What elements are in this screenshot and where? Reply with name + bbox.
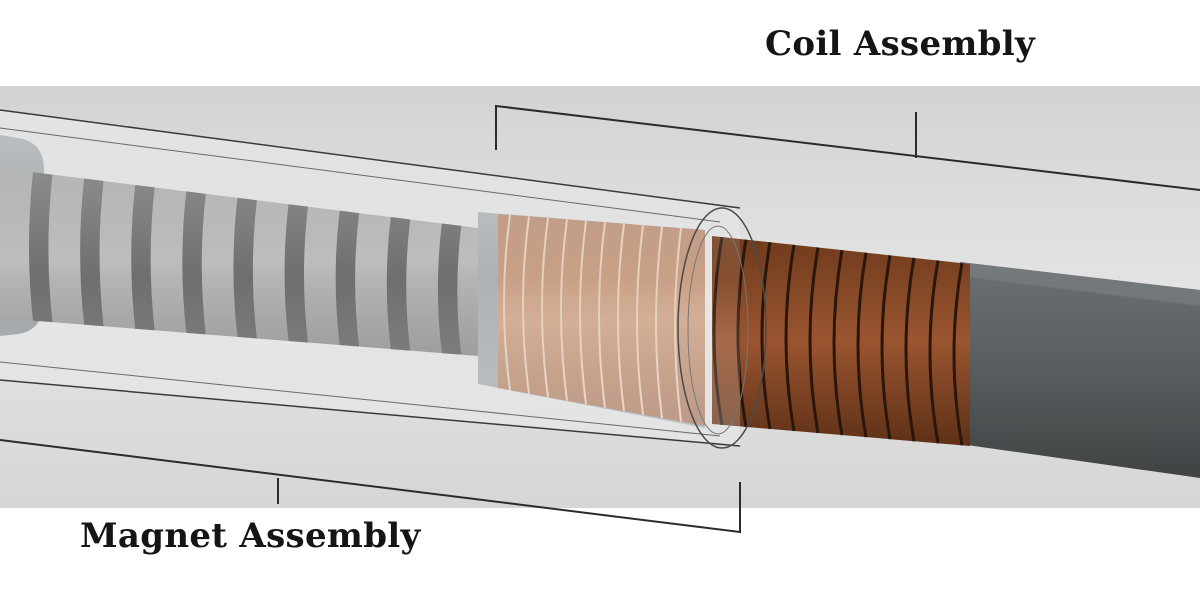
outer-tube xyxy=(0,109,767,449)
rod xyxy=(960,262,1200,478)
tube-end-ring-outer xyxy=(677,207,767,449)
tube-top-edge xyxy=(0,109,741,209)
copper-winding-turn xyxy=(928,260,940,444)
copper-winding-turn xyxy=(880,255,892,440)
copper-winding-turn xyxy=(760,242,772,430)
copper-winding-turn xyxy=(856,252,868,438)
rod-highlight xyxy=(960,262,1200,306)
tube-inner-top-edge xyxy=(0,127,721,223)
magnet-bracket-line xyxy=(0,439,741,534)
copper-coil xyxy=(712,236,970,446)
coil-bracket-line xyxy=(495,104,1200,191)
copper-winding-turn xyxy=(808,247,820,434)
magnet-assembly-bracket xyxy=(0,439,741,534)
copper-coil-body xyxy=(712,236,970,446)
magnet-assembly-label: Magnet Assembly xyxy=(80,516,421,556)
coil-assembly-bracket xyxy=(495,104,1200,191)
outer-tube-body xyxy=(0,110,740,446)
copper-winding-turn xyxy=(904,257,916,442)
copper-winding-turn xyxy=(784,244,796,432)
copper-winding-turn xyxy=(832,249,844,436)
tube-inner-bottom-edge xyxy=(0,361,721,437)
coil-assembly-label: Coil Assembly xyxy=(765,24,1036,64)
copper-winding-turn xyxy=(952,262,964,446)
tube-bottom-edge xyxy=(0,379,741,447)
tube-end-ring-inner xyxy=(687,225,749,435)
